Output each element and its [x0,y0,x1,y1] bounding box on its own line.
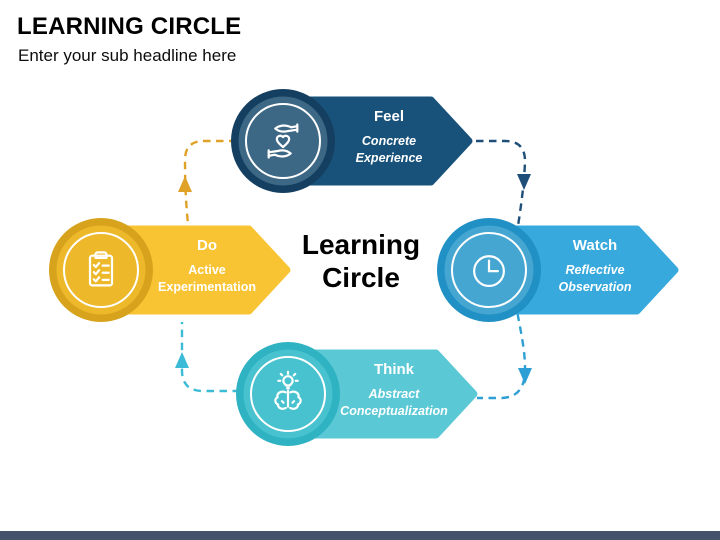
feel-title: Feel [373,107,404,125]
clipboard-checklist-icon [88,251,114,287]
watch-circle-ring [451,232,527,308]
watch-title: Watch [572,236,618,254]
node-think: Think Abstract Conceptualization [234,340,484,448]
diagram-center-title: Learning Circle [301,229,421,293]
do-title: Do [197,236,217,254]
feel-subtitle: Concrete Experience [355,133,423,165]
page-title: LEARNING CIRCLE [17,13,242,40]
hands-heart-icon [267,123,299,159]
arrowhead-up-icon [178,176,192,192]
node-do: Do Active Experimentation [47,216,297,324]
connector-watch-to-think [477,287,532,400]
do-circle-inner [56,225,146,315]
footer-bar [0,531,720,540]
think-circle-ring [250,356,326,432]
brain-lightbulb-icon [274,370,302,410]
node-feel: Feel Concrete Experience [229,87,479,195]
feel-circle-ring [245,103,321,179]
arrowhead-up-icon [175,352,189,368]
page-subtitle: Enter your sub headline here [18,46,237,65]
clock-icon [473,255,505,288]
feel-circle-inner [238,96,328,186]
watch-subtitle: Reflective Observation [558,262,632,294]
node-watch: Watch Reflective Observation [435,216,685,324]
think-subtitle: Abstract Conceptualization [340,386,448,418]
think-title: Think [374,360,414,378]
arrowhead-down-icon [517,174,531,190]
arrowhead-down-icon [518,368,532,384]
do-subtitle: Active Experimentation [158,262,256,294]
connector-think-to-do [175,322,266,393]
connector-feel-to-watch [476,139,531,253]
connector-do-to-feel [178,139,238,235]
do-circle-ring [63,232,139,308]
